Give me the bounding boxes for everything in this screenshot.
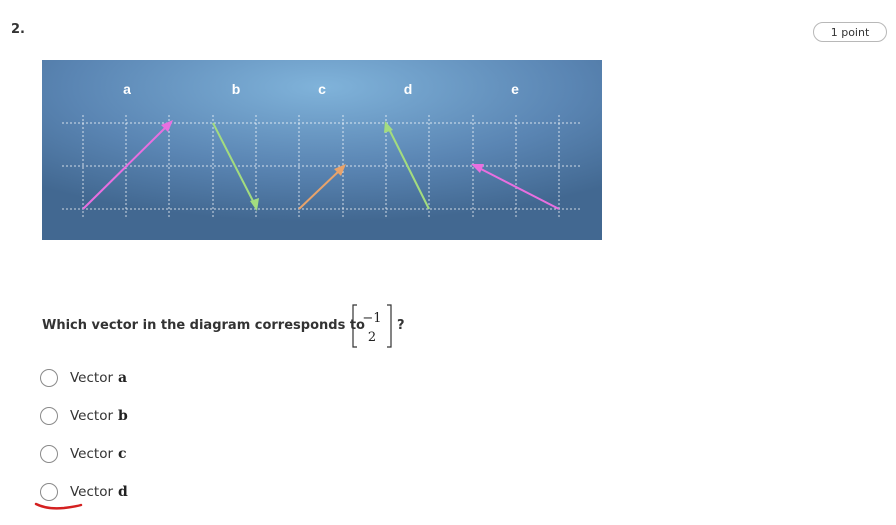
radio-circle-icon[interactable] bbox=[40, 483, 58, 501]
radio-circle-icon[interactable] bbox=[40, 407, 58, 425]
diagram-background bbox=[42, 60, 602, 240]
radio-circle-icon[interactable] bbox=[40, 445, 58, 463]
option-label: Vector bbox=[70, 370, 114, 386]
vector-diagram: a b c d e bbox=[42, 60, 602, 240]
matrix-bottom-entry: 2 bbox=[368, 330, 376, 345]
red-ink-underline bbox=[34, 502, 83, 510]
matrix-left-bracket bbox=[352, 304, 357, 348]
matrix-top-entry: −1 bbox=[362, 311, 381, 326]
option-vector-c[interactable]: Vector c bbox=[40, 445, 127, 463]
question-number: 2. bbox=[11, 22, 25, 37]
points-badge: 1 point bbox=[813, 22, 887, 42]
vector-a-arrow bbox=[82, 120, 173, 210]
option-label: Vector bbox=[70, 446, 114, 462]
question-prompt: Which vector in the diagram corresponds … bbox=[42, 318, 365, 333]
radio-circle-icon[interactable] bbox=[40, 369, 58, 387]
vector-b-arrow bbox=[212, 122, 259, 211]
option-vector-d[interactable]: Vector d bbox=[40, 483, 128, 501]
vector-d-arrow bbox=[384, 121, 430, 210]
diagram-grid bbox=[62, 115, 582, 217]
option-variable: b bbox=[118, 408, 128, 424]
vector-label-d: d bbox=[404, 81, 413, 97]
vector-label-b: b bbox=[232, 81, 241, 97]
vector-label-c: c bbox=[318, 81, 326, 97]
vector-label-a: a bbox=[123, 81, 131, 97]
option-variable: c bbox=[118, 446, 127, 462]
option-variable: a bbox=[118, 370, 128, 386]
vector-c-arrow bbox=[298, 164, 346, 210]
matrix-right-bracket bbox=[387, 304, 392, 348]
option-label: Vector bbox=[70, 408, 114, 424]
question-mark: ? bbox=[397, 318, 405, 333]
vector-label-e: e bbox=[511, 81, 519, 97]
option-label: Vector bbox=[70, 484, 114, 500]
column-vector-matrix: −1 2 bbox=[352, 304, 392, 348]
option-vector-b[interactable]: Vector b bbox=[40, 407, 128, 425]
vector-e-arrow bbox=[471, 164, 560, 210]
option-variable: d bbox=[118, 484, 128, 500]
option-vector-a[interactable]: Vector a bbox=[40, 369, 127, 387]
